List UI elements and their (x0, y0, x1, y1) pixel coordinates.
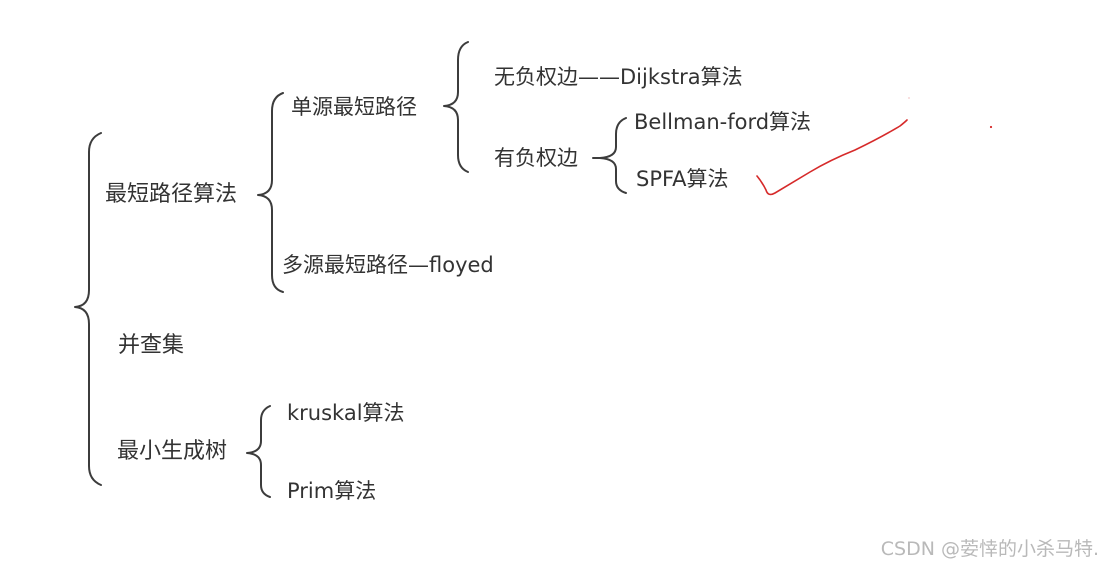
red-annotation-dot-2 (989, 125, 993, 129)
red-annotation-dot (908, 97, 910, 99)
node-mst: 最小生成树 (117, 439, 228, 464)
shortest-path-brace (257, 92, 284, 293)
csdn-watermark: CSDN @荌悻的小杀马特. (880, 538, 1099, 560)
node-single-source: 单源最短路径 (291, 95, 417, 119)
root-brace (74, 132, 102, 486)
node-multi-source: 多源最短路径—floyed (282, 253, 494, 277)
single-source-brace (443, 41, 469, 173)
node-has-negative: 有负权边 (494, 146, 578, 170)
red-annotation-scribble (756, 119, 908, 196)
node-spfa: SPFA算法 (636, 167, 729, 191)
node-bellman-ford: Bellman-ford算法 (634, 110, 812, 134)
node-shortest-path: 最短路径算法 (105, 182, 238, 207)
mst-brace (246, 405, 271, 498)
node-union-find: 并查集 (118, 333, 185, 358)
node-no-negative-dijkstra: 无负权边——Dijkstra算法 (494, 65, 743, 89)
node-kruskal: kruskal算法 (287, 401, 405, 425)
node-prim: Prim算法 (287, 479, 377, 503)
has-negative-brace (599, 117, 627, 194)
